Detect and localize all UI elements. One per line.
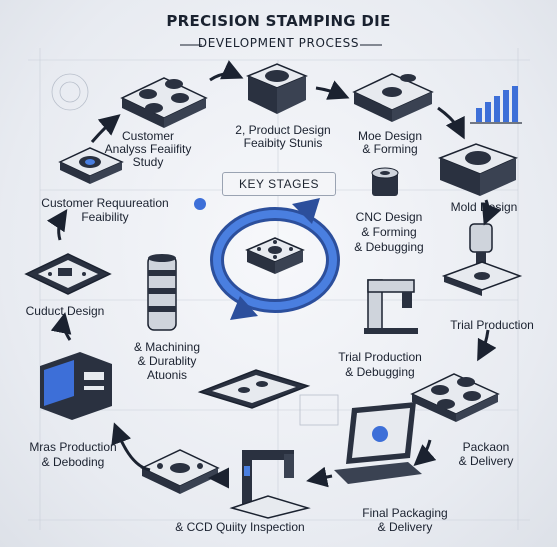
- label-qc-inspection: & CCD Quiity Inspection: [175, 520, 305, 534]
- key-stages-box: KEY STAGES: [222, 172, 336, 196]
- label-mold-design-right: Mold Design: [450, 200, 518, 214]
- press-arm-icon: [364, 279, 418, 334]
- label-cnc-design: CNC Design & Forming & Debugging: [354, 210, 424, 254]
- strip-die-icon: [197, 369, 311, 409]
- label-mold-design-top: Moe Design & Forming: [357, 129, 423, 156]
- label-trial-production-right: Trial Production: [450, 318, 534, 332]
- die-block-center-icon: [245, 237, 305, 274]
- diagram-title: PRECISION STAMPING DIE: [166, 12, 391, 30]
- label-product-design-top: 2, Product Design Feaibity Stunis: [235, 123, 331, 150]
- machine-cabinet-icon: [40, 352, 112, 420]
- stacked-punch-icon: [147, 254, 177, 331]
- label-mass-production: Mras Production & Deboding: [29, 440, 117, 469]
- bar-chart-icon: [476, 86, 518, 122]
- label-trial-debugging: Trial Production & Debugging: [338, 350, 422, 379]
- cnc-spindle-icon: [441, 223, 523, 296]
- mold-block-icon: [437, 143, 519, 196]
- subtitle-rules: [180, 44, 382, 46]
- laptop-icon: [334, 402, 422, 484]
- circuit-board-icon: [24, 253, 112, 295]
- mold-plates-icon: [352, 73, 434, 122]
- four-hole-plate-icon: [410, 373, 500, 422]
- label-customer-analysis: Customer Analyss Feaiifity Study: [104, 129, 192, 169]
- inspection-arm-icon: [229, 450, 311, 519]
- base-plate-icon: [140, 449, 220, 494]
- label-packaging-delivery: Packaon & Delivery: [458, 440, 514, 468]
- label-machining: & Machining & Durablity Atuonis: [133, 340, 201, 382]
- label-product-design-left: Cuduct Design: [25, 304, 105, 318]
- bushing-icon: [371, 167, 399, 196]
- blue-dot-icon: [194, 198, 206, 210]
- label-customer-requirement: Customer Requureation Feaibility: [41, 196, 169, 224]
- diagram-subtitle: DEVELOPMENT PROCESS: [197, 36, 360, 50]
- cycle-arrow-icon: [210, 198, 340, 320]
- die-block-top-icon: [246, 63, 308, 114]
- press-plate-icon: [58, 147, 124, 184]
- label-final-packaging: Final Packaging & Delivery: [362, 506, 448, 534]
- die-plate-four-holes-icon: [120, 77, 208, 128]
